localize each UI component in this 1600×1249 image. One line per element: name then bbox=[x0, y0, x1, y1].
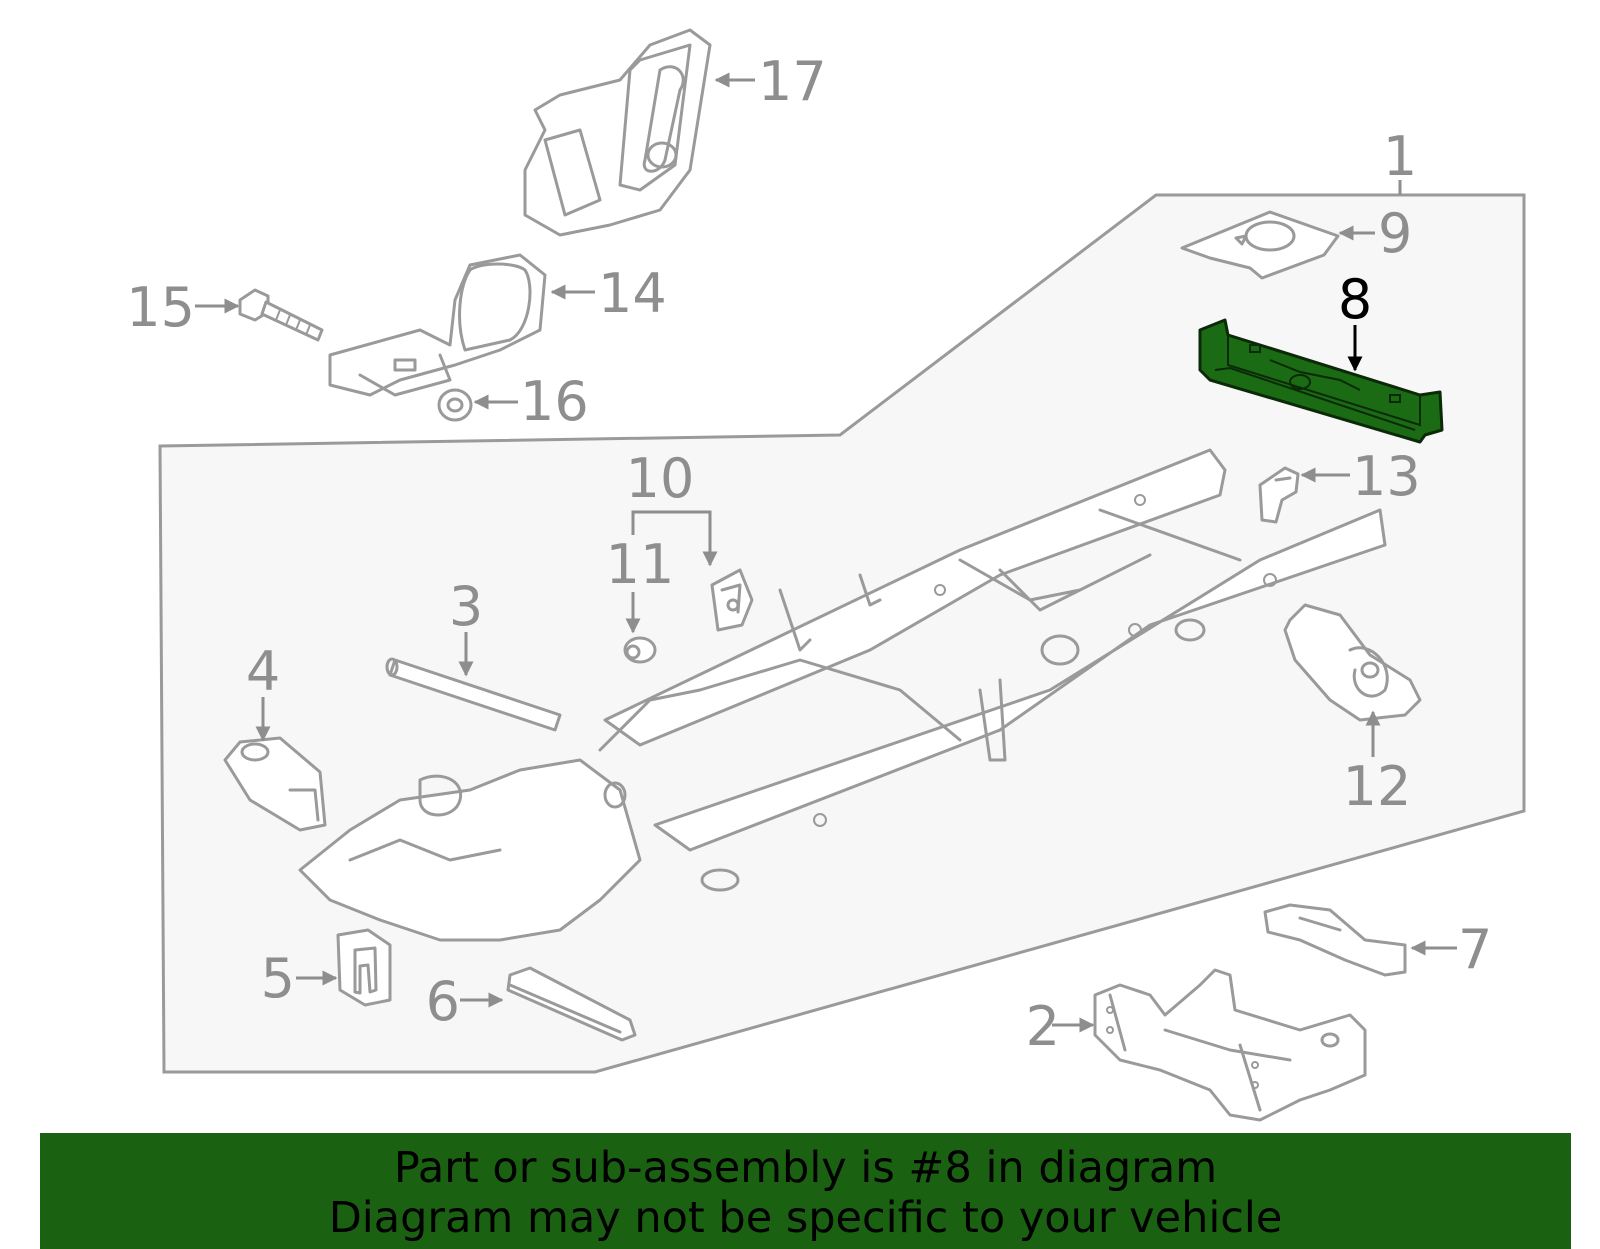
callout-8: 8 bbox=[1338, 268, 1372, 331]
callout-1: 1 bbox=[1383, 125, 1417, 188]
callout-14: 14 bbox=[598, 262, 667, 325]
callout-17: 17 bbox=[758, 50, 827, 113]
callout-13: 13 bbox=[1352, 445, 1421, 508]
frame-assembly bbox=[298, 448, 1387, 942]
callout-12: 12 bbox=[1343, 755, 1412, 818]
callout-11: 11 bbox=[606, 533, 675, 596]
banner-line-1: Part or sub-assembly is #8 in diagram bbox=[393, 1143, 1218, 1193]
part-16-nut bbox=[437, 388, 473, 422]
part-5-plate bbox=[336, 928, 392, 1007]
callout-10-leader bbox=[631, 510, 718, 567]
part-8-crossmember bbox=[1198, 318, 1444, 444]
callout-15: 15 bbox=[126, 276, 195, 339]
info-banner: Part or sub-assembly is #8 in diagram Di… bbox=[40, 1133, 1571, 1249]
part-17-bracket bbox=[523, 28, 712, 237]
callout-2: 2 bbox=[1026, 995, 1060, 1058]
part-12-mount bbox=[1283, 603, 1422, 722]
part-10-bracket bbox=[710, 568, 754, 632]
callout-3: 3 bbox=[449, 575, 483, 638]
callout-6: 6 bbox=[426, 970, 460, 1033]
callout-9: 9 bbox=[1378, 202, 1412, 265]
callout-5: 5 bbox=[261, 947, 295, 1010]
part-2-crossmember bbox=[1093, 968, 1367, 1122]
callout-4: 4 bbox=[246, 640, 280, 703]
callout-7: 7 bbox=[1458, 918, 1492, 981]
callout-16: 16 bbox=[520, 370, 589, 433]
callout-10: 10 bbox=[626, 447, 695, 510]
part-4-mount bbox=[223, 736, 327, 832]
part-11-bushing bbox=[623, 636, 657, 664]
part-15-bolt bbox=[238, 288, 324, 342]
part-7-bracket bbox=[1263, 903, 1407, 977]
part-3-tube bbox=[385, 657, 562, 732]
part-6-channel bbox=[506, 966, 637, 1042]
part-13-bracket bbox=[1258, 466, 1300, 524]
banner-line-2: Diagram may not be specific to your vehi… bbox=[328, 1193, 1283, 1243]
part-9-plate bbox=[1180, 210, 1340, 280]
part-14-bracket bbox=[328, 253, 547, 397]
